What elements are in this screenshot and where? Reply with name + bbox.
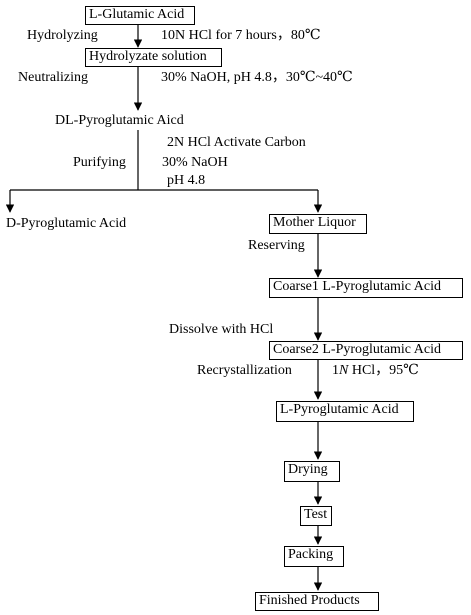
node-test-label: Test bbox=[304, 507, 328, 522]
node-drying: Drying bbox=[284, 461, 340, 482]
node-l-pyroglutamic-acid-label: L-Pyroglutamic Acid bbox=[280, 402, 399, 417]
node-hydrolyzate-solution-label: Hydrolyzate solution bbox=[89, 49, 207, 64]
node-finished-products: Finished Products bbox=[255, 592, 379, 611]
recryst-conc-number: 1 bbox=[332, 363, 339, 378]
step-purifying: Purifying bbox=[73, 155, 126, 170]
node-l-glutamic-acid-label: L-Glutamic Acid bbox=[89, 7, 185, 22]
node-mother-liquor: Mother Liquor bbox=[269, 214, 367, 234]
step-hydrolyzing: Hydrolyzing bbox=[27, 28, 98, 43]
node-l-pyroglutamic-acid: L-Pyroglutamic Acid bbox=[276, 401, 414, 422]
step-purifying-conditions-3: pH 4.8 bbox=[167, 173, 206, 188]
step-purifying-conditions-1: 2N HCl Activate Carbon bbox=[167, 135, 306, 150]
step-purifying-conditions-2: 30% NaOH bbox=[162, 155, 228, 170]
recryst-conc-rest: HCl，95℃ bbox=[348, 363, 419, 378]
node-finished-products-label: Finished Products bbox=[259, 593, 360, 608]
node-dl-pyroglutamic: DL-Pyroglutamic Aicd bbox=[55, 113, 184, 128]
node-coarse2-label: Coarse2 L-Pyroglutamic Acid bbox=[273, 342, 441, 357]
step-hydrolyzing-conditions: 10N HCl for 7 hours，80℃ bbox=[161, 28, 321, 43]
step-neutralizing-conditions: 30% NaOH, pH 4.8，30℃~40℃ bbox=[161, 70, 353, 85]
node-packing: Packing bbox=[284, 546, 344, 567]
node-packing-label: Packing bbox=[288, 547, 334, 562]
recryst-conc-unit: N bbox=[339, 363, 349, 378]
node-coarse1: Coarse1 L-Pyroglutamic Acid bbox=[269, 278, 463, 298]
node-coarse2: Coarse2 L-Pyroglutamic Acid bbox=[269, 341, 463, 360]
step-dissolve: Dissolve with HCl bbox=[169, 322, 274, 337]
node-mother-liquor-label: Mother Liquor bbox=[273, 215, 356, 230]
step-reserving: Reserving bbox=[248, 238, 305, 253]
step-neutralizing: Neutralizing bbox=[18, 70, 88, 85]
step-recrystallization: Recrystallization bbox=[197, 363, 292, 378]
node-l-glutamic-acid: L-Glutamic Acid bbox=[85, 6, 195, 25]
node-d-pyroglutamic: D-Pyroglutamic Acid bbox=[6, 216, 127, 231]
step-recrystallization-conditions: 1N HCl，95℃ bbox=[332, 363, 419, 379]
node-test: Test bbox=[300, 506, 332, 526]
node-hydrolyzate-solution: Hydrolyzate solution bbox=[85, 48, 222, 67]
node-coarse1-label: Coarse1 L-Pyroglutamic Acid bbox=[273, 279, 441, 294]
node-drying-label: Drying bbox=[288, 462, 328, 477]
